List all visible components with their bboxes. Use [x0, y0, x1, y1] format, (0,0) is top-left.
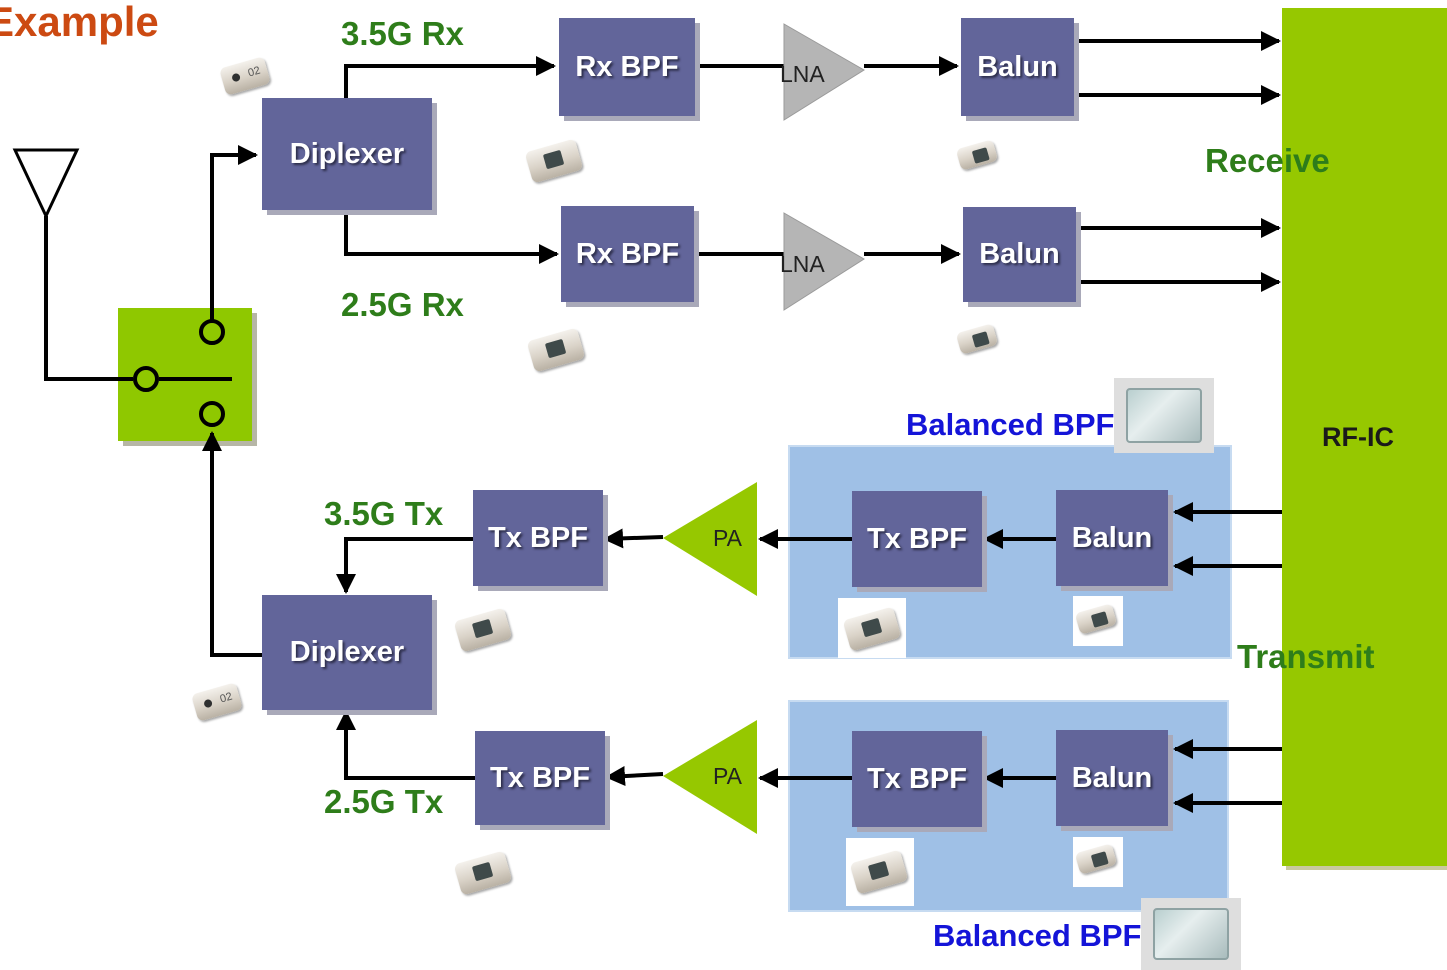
receive-label: Receive: [1205, 142, 1330, 179]
balanced-bpf-photo-top: [1114, 378, 1214, 453]
tx-bpf-4-block: Tx BPF: [852, 731, 982, 827]
rx-bpf-2-block: Rx BPF: [561, 206, 694, 302]
pa-2-label: PA: [713, 763, 742, 789]
antenna-icon: [12, 148, 80, 220]
diplexer-tx-block: Diplexer: [262, 595, 432, 710]
balanced-bpf-label-bottom: Balanced BPF: [933, 918, 1142, 953]
lna-2-icon: [783, 212, 865, 311]
balanced-bpf-photo-bottom: [1141, 898, 1241, 970]
rf-ic-label: RF-IC: [1322, 422, 1394, 452]
balun-tx-2-block: Balun: [1056, 730, 1168, 826]
rf-ic-block: [1282, 8, 1447, 866]
tx-bpf-2-block: Tx BPF: [475, 731, 605, 825]
lna-1-label: LNA: [780, 61, 825, 87]
rx25-label: 2.5G Rx: [341, 286, 464, 323]
antenna-switch: [118, 308, 252, 441]
diplexer-rx-block: Diplexer: [262, 98, 432, 210]
pa-1-label: PA: [713, 525, 742, 551]
page-title: Example: [0, 0, 159, 45]
balun-tx-1-block: Balun: [1056, 490, 1168, 586]
tx25-label: 2.5G Tx: [324, 783, 444, 820]
tx-bpf-1-block: Tx BPF: [473, 490, 603, 586]
balun-rx-2-block: Balun: [963, 207, 1076, 302]
rx-bpf-1-block: Rx BPF: [559, 18, 695, 116]
rx35-label: 3.5G Rx: [341, 15, 464, 52]
tx35-label: 3.5G Tx: [324, 495, 444, 532]
tx-bpf-3-block: Tx BPF: [852, 491, 982, 587]
balanced-bpf-label-top: Balanced BPF: [906, 407, 1115, 442]
transmit-label: Transmit: [1237, 638, 1375, 675]
balun-rx-1-block: Balun: [961, 18, 1074, 116]
pa-2-icon: [663, 720, 757, 834]
pa-1-icon: [663, 482, 757, 596]
lna-1-icon: [783, 23, 865, 121]
lna-2-label: LNA: [780, 251, 825, 277]
